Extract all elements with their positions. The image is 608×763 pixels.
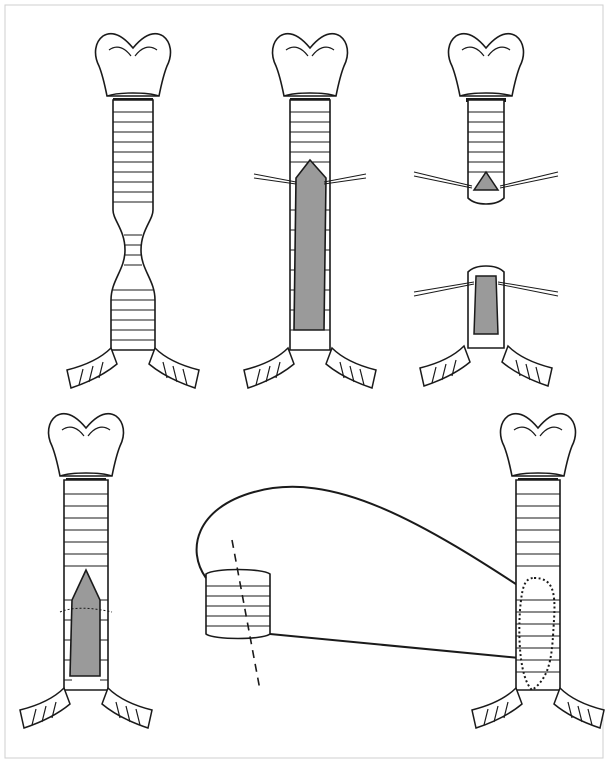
arrow-lower [270, 634, 540, 660]
panel-short-incision [20, 414, 152, 728]
panel-graft-segment [206, 540, 270, 690]
opened-lumen [474, 276, 498, 334]
bronchi-shape [244, 348, 376, 388]
panel-upper-stump [414, 34, 558, 204]
bronchi-shape [472, 688, 604, 728]
trachea-tube [516, 480, 560, 690]
larynx-shape [96, 34, 171, 100]
bronchi-shape [20, 688, 152, 728]
larynx-shape [49, 414, 124, 480]
opened-lumen [294, 160, 326, 330]
panel-reconstruction [472, 414, 604, 728]
graft-ring-segment [206, 570, 270, 639]
panel-lower-stump [414, 266, 558, 386]
bronchi-shape [420, 346, 552, 386]
panel-long-incision [244, 34, 376, 388]
trachea-tube [111, 100, 155, 350]
panel-stenosis [67, 34, 199, 388]
bronchi-shape [67, 348, 199, 388]
larynx-shape [273, 34, 348, 100]
larynx-shape [501, 414, 576, 480]
larynx-shape [449, 34, 524, 100]
